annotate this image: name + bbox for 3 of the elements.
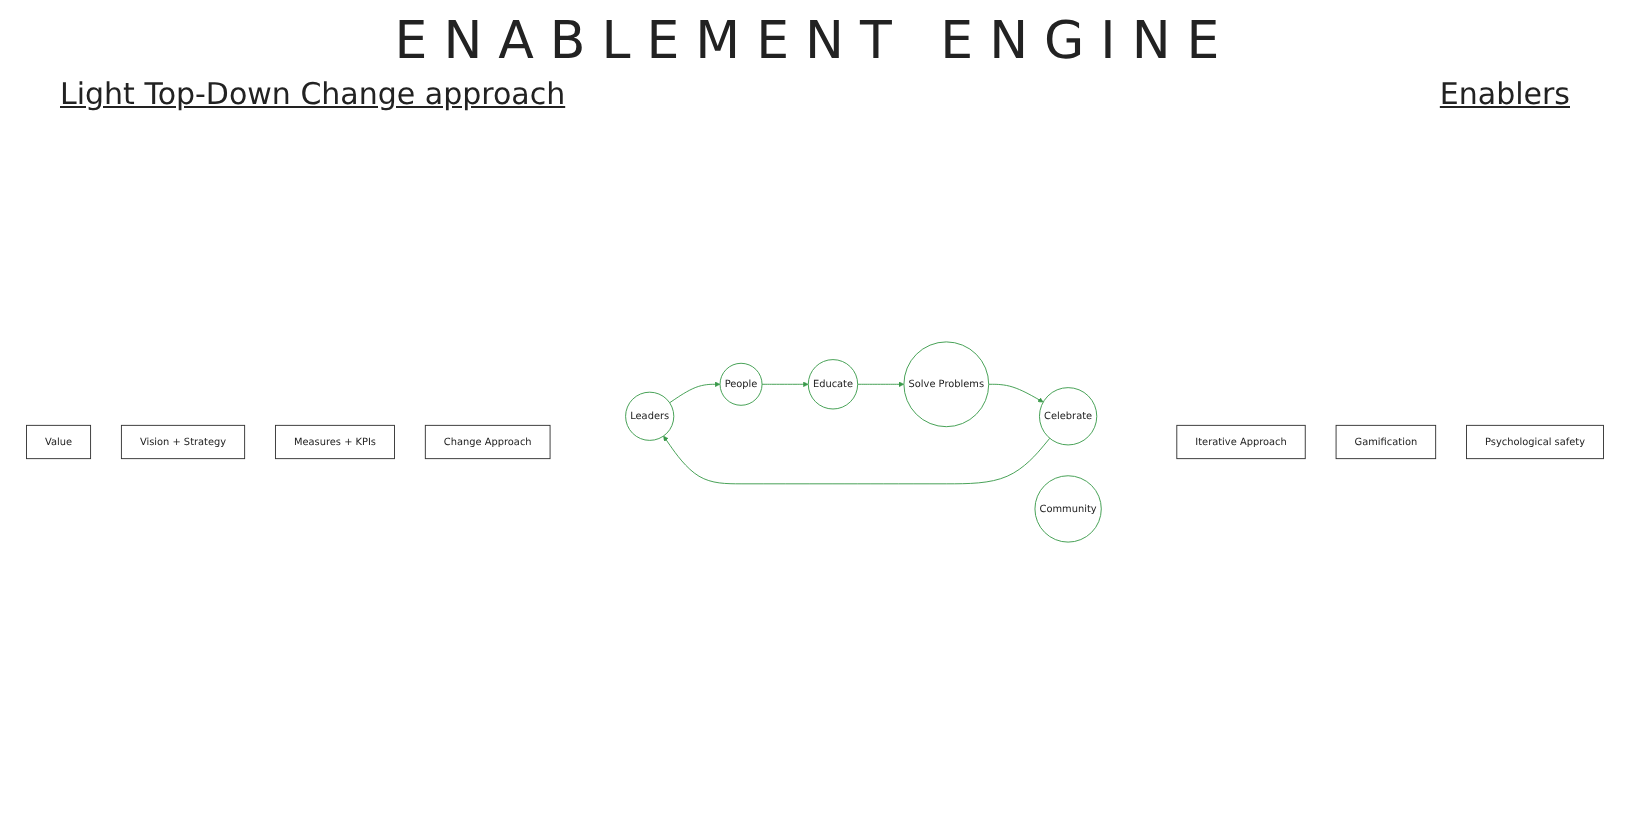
column-heading: Light Top-Down Change approach xyxy=(60,76,566,112)
column-heading: Enablers xyxy=(1439,76,1570,112)
diagram-title: ENABLEMENT ENGINE xyxy=(392,12,1238,72)
